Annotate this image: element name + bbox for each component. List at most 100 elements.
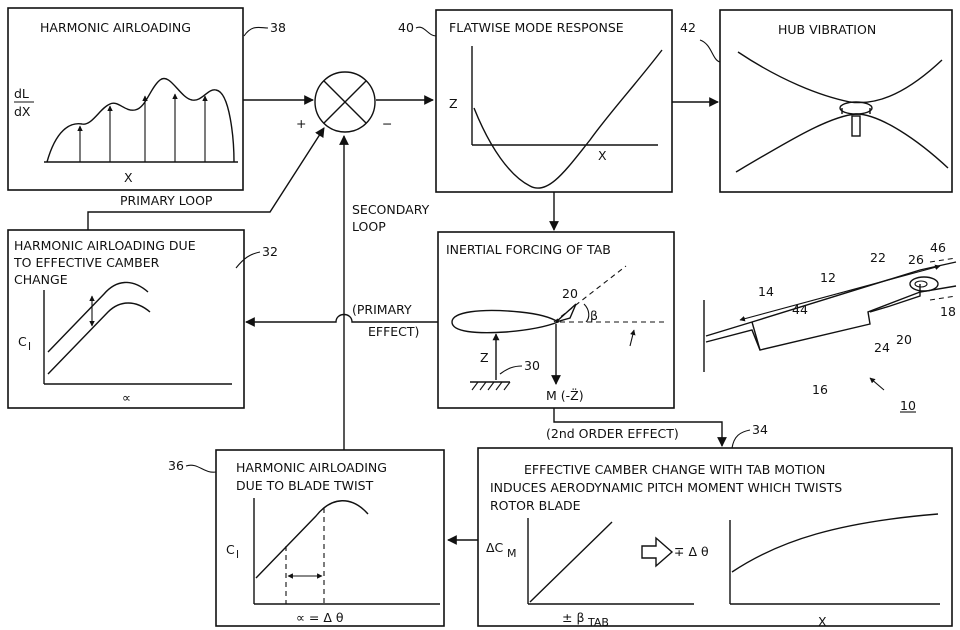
blade-ref-44: 44 [792, 302, 808, 317]
hub-disc [839, 101, 873, 115]
camber-title-1: HARMONIC AIRLOADING DUE [14, 238, 196, 253]
cm-y-sub: M [507, 547, 517, 560]
camber-moment-title-3: ROTOR BLADE [490, 498, 581, 513]
primary-effect-label-2: EFFECT) [368, 324, 419, 339]
leader-32 [235, 251, 261, 269]
rotor-blade-drawing: 46 12 22 26 14 44 18 20 24 16 10 [703, 240, 957, 413]
flatwise-title: FLATWISE MODE RESPONSE [449, 20, 624, 35]
twist-airloading-box [215, 449, 445, 627]
hatch-5 [503, 381, 511, 391]
camber-title-3: CHANGE [14, 272, 68, 287]
camber-airloading-block: HARMONIC AIRLOADING DUE TO EFFECTIVE CAM… [7, 229, 278, 409]
twist-alpha-label: ∝ = Δ θ [296, 610, 344, 625]
blade-ref-16: 16 [812, 382, 828, 397]
tab-deflection-dashline [553, 265, 627, 323]
camber-airloading-box [7, 229, 245, 409]
hollow-arrow [641, 536, 674, 568]
blade-ref-14: 14 [758, 284, 774, 299]
twist-cl-curve [255, 500, 369, 579]
blade-sweep-edge [751, 321, 761, 351]
blade-ref-18: 18 [940, 304, 956, 319]
blade-tip-weight [909, 276, 939, 292]
cm-line [529, 521, 613, 603]
camber-title-2: TO EFFECTIVE CAMBER [13, 255, 160, 270]
camber-alpha-label: ∝ [122, 390, 131, 405]
twist-cl-sub: l [236, 548, 239, 561]
blade-ref-10: 10 [900, 398, 916, 413]
leader-38 [243, 26, 269, 37]
leader-40 [415, 26, 437, 37]
span-dimension-arrow [739, 264, 941, 322]
flatwise-mode-block: FLATWISE MODE RESPONSE 40 Z X [398, 9, 673, 193]
ref-42: 42 [680, 20, 696, 35]
blade-ref-26: 26 [908, 252, 924, 267]
beta-label: β [590, 308, 598, 323]
camber-moment-title-2: INDUCES AERODYNAMIC PITCH MOMENT WHICH T… [490, 480, 842, 495]
z-label: Z [480, 350, 489, 365]
hub-title: HUB VIBRATION [778, 22, 876, 37]
ref-34: 34 [752, 422, 768, 437]
junction-circle [314, 71, 376, 133]
dx-label: dX [14, 104, 31, 119]
camber-cl-sub: l [28, 340, 31, 353]
blade-ref-12: 12 [820, 270, 836, 285]
leader-36 [185, 464, 217, 473]
leader-34 [731, 429, 751, 449]
tab-shape [555, 303, 577, 323]
twist-airloading-block: HARMONIC AIRLOADING DUE TO BLADE TWIST 3… [168, 449, 445, 627]
twist-title-2: DUE TO BLADE TWIST [236, 478, 374, 493]
hatch-3 [487, 381, 495, 391]
camber-upper-curve [47, 281, 149, 353]
blade-ref-46: 46 [930, 240, 946, 255]
primary-effect-arrow [245, 313, 438, 327]
primary-effect-label-1: (PRIMARY [352, 302, 412, 317]
mode-curve [473, 49, 663, 189]
ref-30: 30 [524, 358, 540, 373]
camber-moment-block: EFFECTIVE CAMBER CHANGE WITH TAB MOTION … [477, 422, 953, 629]
harmonic-airloading-block: HARMONIC AIRLOADING 38 dL dX X [7, 7, 286, 191]
hatch-2 [479, 381, 487, 391]
twist-x-label: X [818, 614, 827, 629]
airflow-arrow [629, 329, 636, 347]
twist-title-1: HARMONIC AIRLOADING [236, 460, 387, 475]
tab-ref-20: 20 [562, 286, 578, 301]
blade-ref-24: 24 [874, 340, 890, 355]
twist-cl-label: C [226, 542, 235, 557]
leader-30 [499, 365, 523, 375]
flatwise-z-label: Z [449, 96, 458, 111]
second-order-label: (2nd ORDER EFFECT) [546, 426, 679, 441]
inertial-forcing-block: INERTIAL FORCING OF TAB β 20 Z 30 M (-Z̈… [437, 231, 675, 409]
ref-10-arrow [869, 377, 885, 391]
twist-arrow-label: ∓ Δ θ [674, 544, 709, 559]
ref-40: 40 [398, 20, 414, 35]
primary-loop-label: PRIMARY LOOP [120, 193, 213, 208]
blade-tip-inner [914, 280, 928, 288]
secondary-loop-label-1: SECONDARY [352, 202, 430, 217]
ref-38: 38 [270, 20, 286, 35]
minus-sign: − [382, 116, 392, 131]
flatwise-x-label: X [598, 148, 607, 163]
camber-moment-box [477, 447, 953, 627]
blade-ref-20: 20 [896, 332, 912, 347]
hub-mast [851, 115, 861, 137]
primary-loop-line [87, 127, 325, 230]
camber-lower-curve [47, 302, 151, 375]
hub-vibration-block: HUB VIBRATION 42 [680, 9, 953, 193]
plus-sign: + [296, 116, 306, 131]
ref-32: 32 [262, 244, 278, 259]
hatch-4 [495, 381, 503, 391]
leader-42 [699, 39, 721, 63]
second-order-arrow [553, 408, 727, 447]
dl-label: dL [14, 86, 29, 101]
cm-x-sub: TAB [587, 616, 609, 629]
ref-36: 36 [168, 458, 184, 473]
moment-label: M (-Z̈) [546, 388, 584, 403]
camber-moment-title-1: EFFECTIVE CAMBER CHANGE WITH TAB MOTION [524, 462, 825, 477]
cm-y-label: ΔC [486, 540, 504, 555]
cm-x-label: ± β [562, 610, 584, 625]
airloading-x-label: X [124, 170, 133, 185]
blade-ref-22: 22 [870, 250, 886, 265]
twist-curve [731, 513, 939, 573]
hub-vibration-box [719, 9, 953, 193]
